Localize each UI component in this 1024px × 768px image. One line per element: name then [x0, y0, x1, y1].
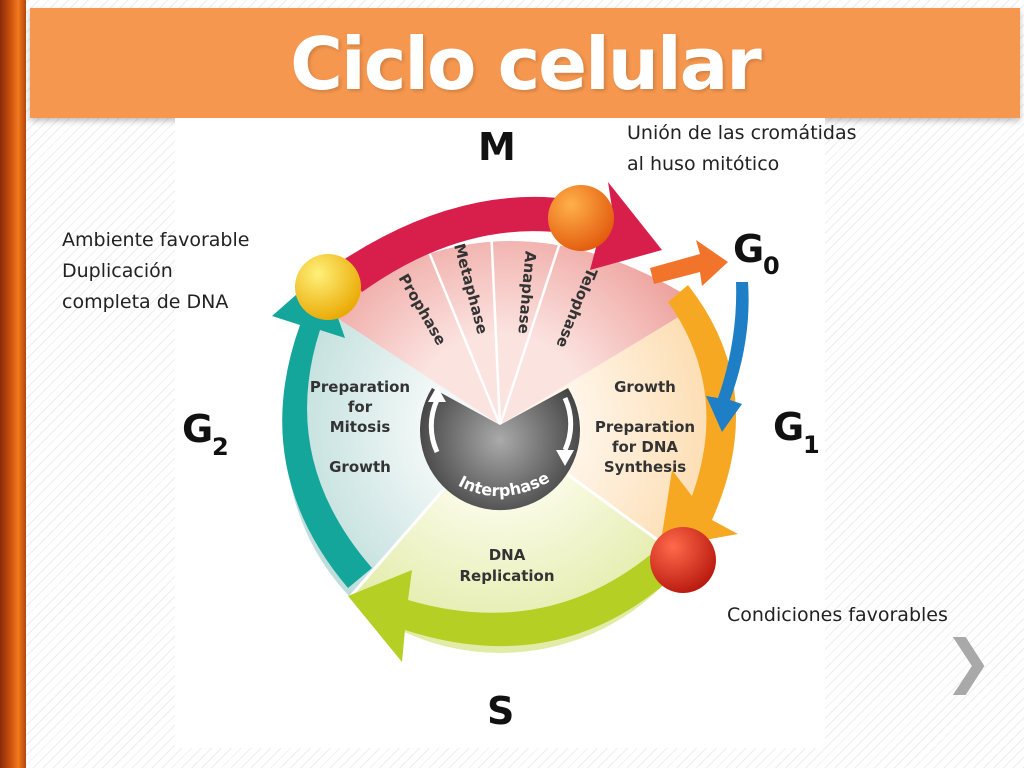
- interphase-right-arrow: [562, 396, 574, 452]
- phase-label-s: S: [487, 689, 514, 733]
- g1-growth: Growth: [614, 378, 676, 396]
- g0-exit-arrow: [650, 240, 728, 286]
- note-top-right: Unión de las cromátidas al huso mitótico: [627, 118, 857, 180]
- phase-label-g2-sub: 2: [212, 433, 229, 461]
- g2-growth: Growth: [329, 458, 391, 476]
- checkpoint-orange-circle: [548, 185, 614, 251]
- g2-text-2: for: [348, 398, 373, 416]
- slide-title: Ciclo celular: [290, 22, 762, 106]
- g1-text-2: for DNA: [612, 438, 678, 456]
- g2-text-1: Preparation: [310, 378, 410, 396]
- g2-text-3: Mitosis: [330, 418, 391, 436]
- s-text-2: Replication: [459, 567, 554, 585]
- m-sector: [325, 240, 700, 425]
- checkpoint-yellow-circle: [295, 254, 361, 320]
- title-banner: Ciclo celular: [30, 8, 1020, 118]
- phase-label-g1-sub: 1: [803, 431, 820, 459]
- phase-label-g0-sub: 0: [763, 252, 780, 280]
- interphase-center: [420, 388, 581, 511]
- g2-phase-arrow: [272, 272, 372, 588]
- interphase-right-arrowhead: [556, 450, 574, 466]
- s-text-1: DNA: [489, 546, 526, 564]
- note-left-line-2: Duplicación: [62, 260, 173, 282]
- phase-label-g2: G: [182, 407, 213, 451]
- note-top-right-line-2: al huso mitótico: [627, 153, 780, 175]
- phase-label-m: M: [478, 125, 516, 169]
- s-phase-arrow: [348, 555, 675, 662]
- note-left-line-1: Ambiente favorable: [62, 229, 250, 251]
- note-bottom-right: Condiciones favorables: [727, 600, 948, 631]
- left-accent-bar: [0, 0, 26, 768]
- interphase-left-arrowhead: [428, 386, 446, 402]
- g0-return-arrow: [706, 282, 749, 432]
- checkpoint-red-circle: [650, 527, 716, 593]
- phase-label-g1: G: [773, 405, 804, 449]
- g1-text-1: Preparation: [595, 418, 695, 436]
- chevron-right-icon[interactable]: ❯: [944, 627, 993, 695]
- note-left: Ambiente favorable Duplicación completa …: [62, 225, 249, 318]
- phase-label-g0: G: [733, 227, 764, 271]
- interphase-left-arrow: [428, 398, 440, 454]
- note-left-line-3: completa de DNA: [62, 291, 229, 313]
- note-bottom-right-line: Condiciones favorables: [727, 604, 948, 626]
- note-top-right-line-1: Unión de las cromátidas: [627, 122, 857, 144]
- g1-phase-arrow: [660, 285, 738, 548]
- g1-text-3: Synthesis: [604, 458, 686, 476]
